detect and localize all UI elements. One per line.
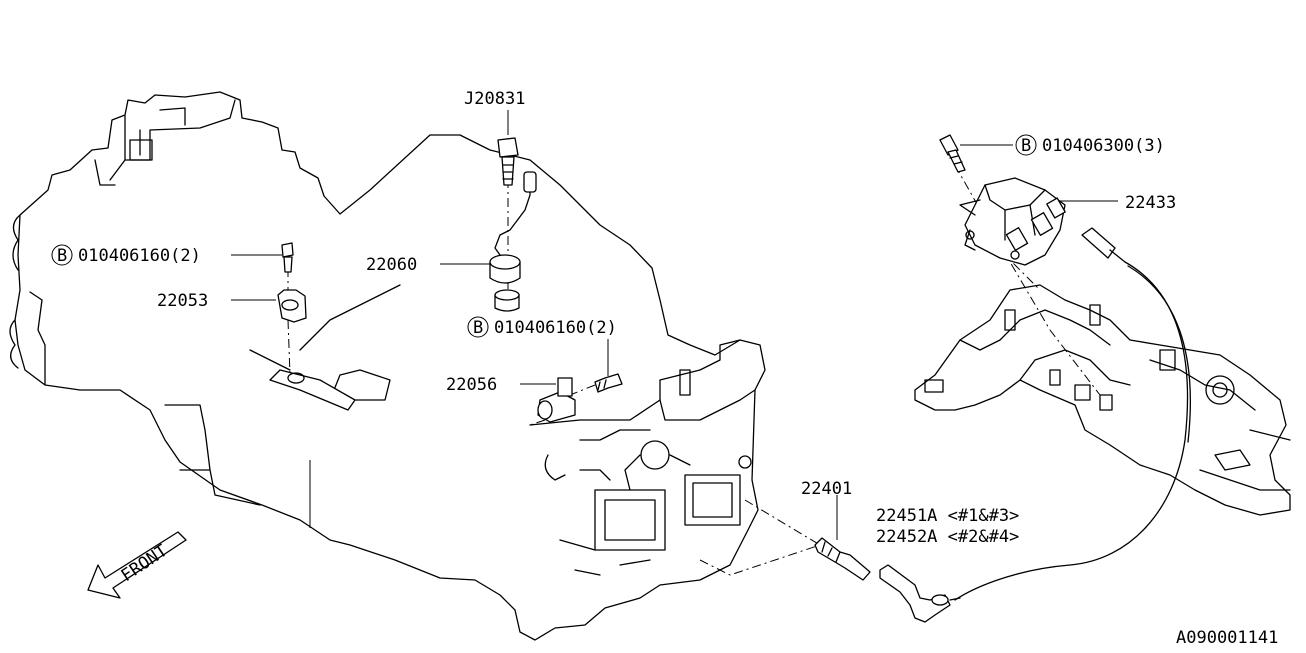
diagram-id: A090001141 [1176, 628, 1278, 648]
leader-lines [231, 110, 1118, 540]
bolt-marker-b [51, 244, 73, 266]
label-22401: 22401 [801, 479, 852, 499]
label-22056: 22056 [446, 375, 497, 395]
intake-manifold [914, 284, 1291, 516]
label-22053: 22053 [157, 291, 208, 311]
spark-plug [814, 537, 871, 581]
label-010406160-left: 010406160(2) [78, 246, 201, 266]
crank-position-sensor [269, 242, 356, 411]
cam-position-sensor [537, 373, 623, 423]
bolt-marker-letter: B [1021, 136, 1031, 156]
front-arrow: FRONT [87, 531, 187, 599]
front-arrow-label: FRONT [118, 541, 172, 586]
stud-bolt-j20831 [497, 137, 519, 186]
callouts: J20831 B 010406300(3) 22433 B 010406160(… [51, 89, 1278, 648]
bolt-marker-letter: B [57, 246, 67, 266]
bolt-icon [939, 134, 966, 173]
bolt-marker-letter: B [473, 318, 483, 338]
label-22433: 22433 [1125, 193, 1176, 213]
label-010406300: 010406300(3) [1042, 136, 1165, 156]
spark-plug-cord [879, 227, 1191, 623]
bolt-marker-b [1015, 134, 1037, 156]
label-010406160-mid: 010406160(2) [494, 318, 617, 338]
bolt-marker-b [467, 316, 489, 338]
label-22451a: 22451A <#1&#3> [876, 506, 1019, 526]
engine-block-outline [9, 91, 766, 641]
ignition-coil [959, 177, 1066, 266]
label-22452a: 22452A <#2&#4> [876, 527, 1019, 547]
knock-sensor [489, 171, 537, 312]
label-22060: 22060 [366, 255, 417, 275]
label-j20831: J20831 [464, 89, 525, 109]
